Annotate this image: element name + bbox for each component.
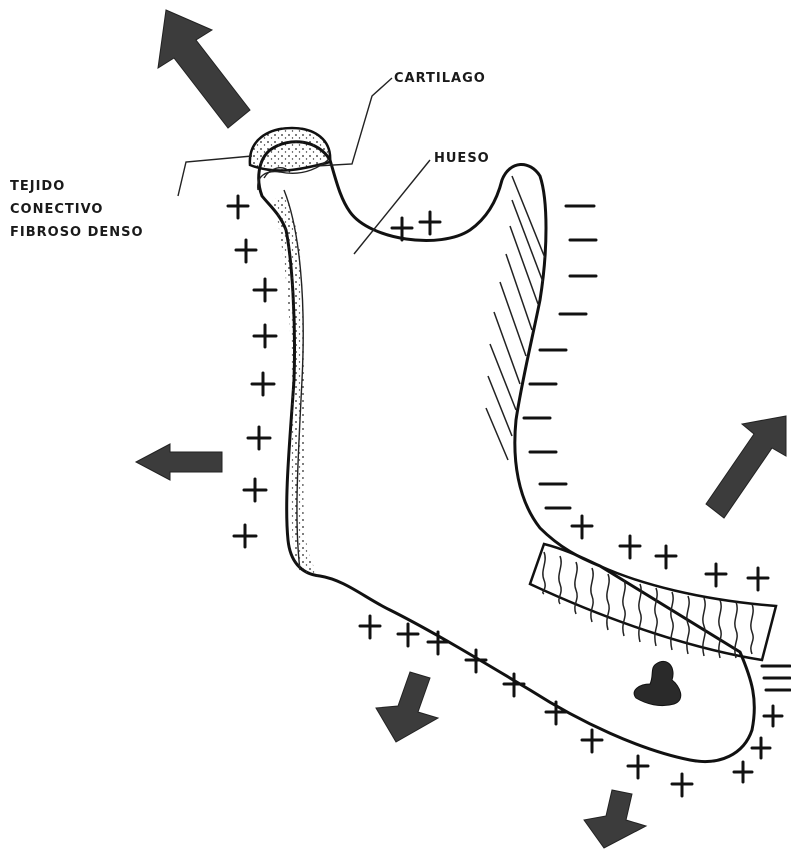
growth-arrow-lower-right (584, 790, 646, 848)
mandible-outline (259, 142, 755, 762)
deposition-signs (228, 196, 782, 796)
tissue-label-line2: CONECTIVO (10, 202, 103, 217)
growth-arrow-lower-center (376, 672, 438, 742)
stippled-tissue-region (272, 196, 322, 578)
growth-arrow-upper-left (158, 10, 250, 128)
growth-arrow-upper-right (706, 416, 786, 518)
tissue-label-line1: TEJIDO (10, 179, 65, 194)
alveolar-wavy-band (530, 544, 776, 660)
condyle-cartilage (250, 128, 330, 190)
mental-foramen (634, 661, 681, 705)
tissue-label-line3: FIBROSO DENSO (10, 225, 144, 240)
bone-label: HUESO (434, 151, 490, 166)
growth-arrow-left (136, 444, 222, 480)
cartilage-label: CARTILAGO (394, 71, 486, 86)
